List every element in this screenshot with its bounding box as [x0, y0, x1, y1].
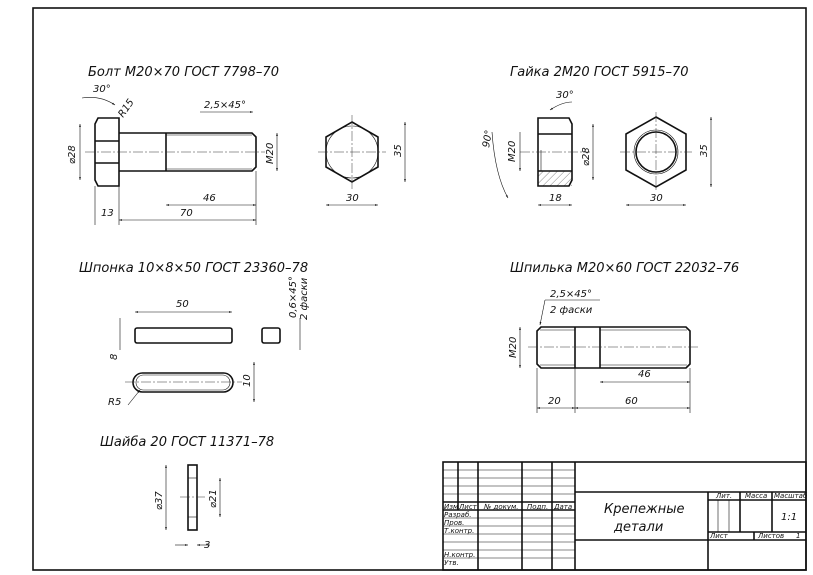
nut-across-corners: 35: [699, 144, 710, 157]
stud-length: 60: [625, 396, 638, 407]
nut-dia: ⌀28: [581, 147, 592, 166]
key-chamfer: 0,6×45°: [288, 276, 299, 318]
nut-across-flats: 30: [650, 193, 663, 204]
nut-title: Гайка 2М20 ГОСТ 5915–70: [510, 65, 689, 80]
nut-height: 18: [549, 193, 562, 204]
sheets-label: Листов: [757, 532, 784, 540]
key-width: 10: [242, 374, 253, 387]
header-doc: № докум.: [483, 503, 519, 511]
stud-chamfer-note: 2 фаски: [550, 305, 593, 316]
key-drawing: Шпонка 10×8×50 ГОСТ 23360–78 50 8 10 R5 …: [79, 261, 310, 408]
bolt-across-flats: 30: [346, 193, 359, 204]
bolt-thread-len: 46: [203, 193, 216, 204]
title-block: Изм Лист № докум. Подп. Дата Разраб. Про…: [442, 461, 808, 571]
bolt-drawing: Болт М20×70 ГОСТ 7798–70 ⌀28 М20 46 70 1…: [67, 65, 406, 225]
washer-drawing: Шайба 20 ГОСТ 11371–78 ⌀37 ⌀21 3: [100, 435, 274, 551]
washer-thickness: 3: [204, 540, 210, 551]
nut-drawing: Гайка 2М20 ГОСТ 5915–70 М20 ⌀28 18 30° 9…: [481, 65, 712, 206]
bolt-thread: М20: [265, 143, 276, 164]
key-title: Шпонка 10×8×50 ГОСТ 23360–78: [79, 261, 308, 276]
bolt-head-height: 13: [101, 208, 114, 219]
stud-chamfer: 2,5×45°: [550, 289, 592, 300]
washer-outer-dia: ⌀37: [154, 491, 165, 510]
mass-label: Масса: [745, 492, 767, 500]
stud-drawing: Шпилька М20×60 ГОСТ 22032–76 М20 2,5×45°…: [508, 261, 739, 413]
role-approved: Утв.: [444, 559, 459, 567]
sheet-frame: [32, 7, 807, 571]
sheets-count: 1: [796, 532, 800, 540]
key-height: 8: [109, 354, 120, 360]
bolt-chamfer: 2,5×45°: [204, 100, 246, 111]
role-norm-control: Н.контр.: [444, 551, 475, 559]
bolt-across-corners: 35: [393, 144, 404, 157]
drawing-name-line1: Крепежные: [604, 502, 684, 517]
nut-angle-90: 90°: [481, 129, 495, 148]
role-developer: Разраб.: [444, 511, 472, 519]
stud-end: 20: [548, 396, 561, 407]
nut-thread: М20: [507, 141, 518, 162]
washer-inner-dia: ⌀21: [208, 489, 219, 508]
lit-label: Лит.: [715, 492, 732, 500]
key-chamfer-note: 2 фаски: [299, 277, 310, 320]
nut-angle: 30°: [556, 90, 574, 101]
key-radius: R5: [108, 397, 121, 408]
scale-label: Масштаб: [774, 492, 808, 500]
header-izm: Изм: [444, 503, 459, 511]
stud-thread-len: 46: [638, 369, 651, 380]
bolt-angle: 30°: [93, 84, 111, 95]
bolt-dia: ⌀28: [67, 145, 78, 164]
header-date: Дата: [553, 503, 572, 511]
bolt-title: Болт М20×70 ГОСТ 7798–70: [88, 65, 279, 80]
sheet-label: Лист: [709, 532, 729, 540]
stud-thread: М20: [508, 337, 519, 358]
bolt-length: 70: [180, 208, 193, 219]
stud-title: Шпилька М20×60 ГОСТ 22032–76: [510, 261, 739, 276]
header-list: Лист: [458, 503, 478, 511]
washer-title: Шайба 20 ГОСТ 11371–78: [100, 435, 274, 450]
bolt-radius: R15: [116, 97, 136, 119]
drawing-name-line2: детали: [613, 520, 663, 535]
key-length: 50: [176, 299, 189, 310]
scale-value: 1:1: [781, 512, 797, 523]
role-tech-control: Т.контр.: [444, 527, 474, 535]
role-checker: Пров.: [444, 519, 464, 527]
header-sign: Подп.: [527, 503, 548, 511]
